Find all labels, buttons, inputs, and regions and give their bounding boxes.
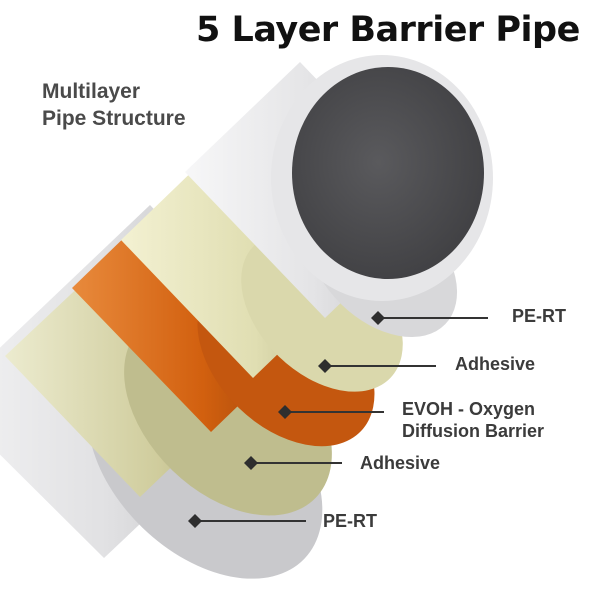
subtitle-line-2: Pipe Structure (42, 107, 186, 130)
page-title: 5 Layer Barrier Pipe (196, 10, 580, 50)
label-outer-adhesive: Adhesive (360, 453, 441, 473)
pipe-bore (292, 67, 484, 279)
inner-pe-rt-segment (185, 55, 493, 338)
subtitle-line-1: Multilayer (42, 80, 141, 103)
label-inner-pe-rt: PE-RT (512, 306, 566, 326)
label-evoh-line-1: EVOH - Oxygen (402, 399, 536, 419)
leader-inner-pe-rt (371, 311, 488, 325)
label-inner-adhesive: Adhesive (455, 354, 536, 374)
leader-evoh (278, 405, 384, 419)
leader-outer-adhesive (244, 456, 342, 470)
diagram-subtitle: Multilayer Pipe Structure (42, 78, 186, 132)
leader-inner-adhesive (318, 359, 436, 373)
label-outer-pe-rt: PE-RT (323, 511, 377, 531)
label-evoh-line-2: Diffusion Barrier (402, 421, 545, 441)
label-evoh: EVOH - Oxygen Diffusion Barrier (402, 398, 544, 442)
leader-outer-pe-rt (188, 514, 306, 528)
